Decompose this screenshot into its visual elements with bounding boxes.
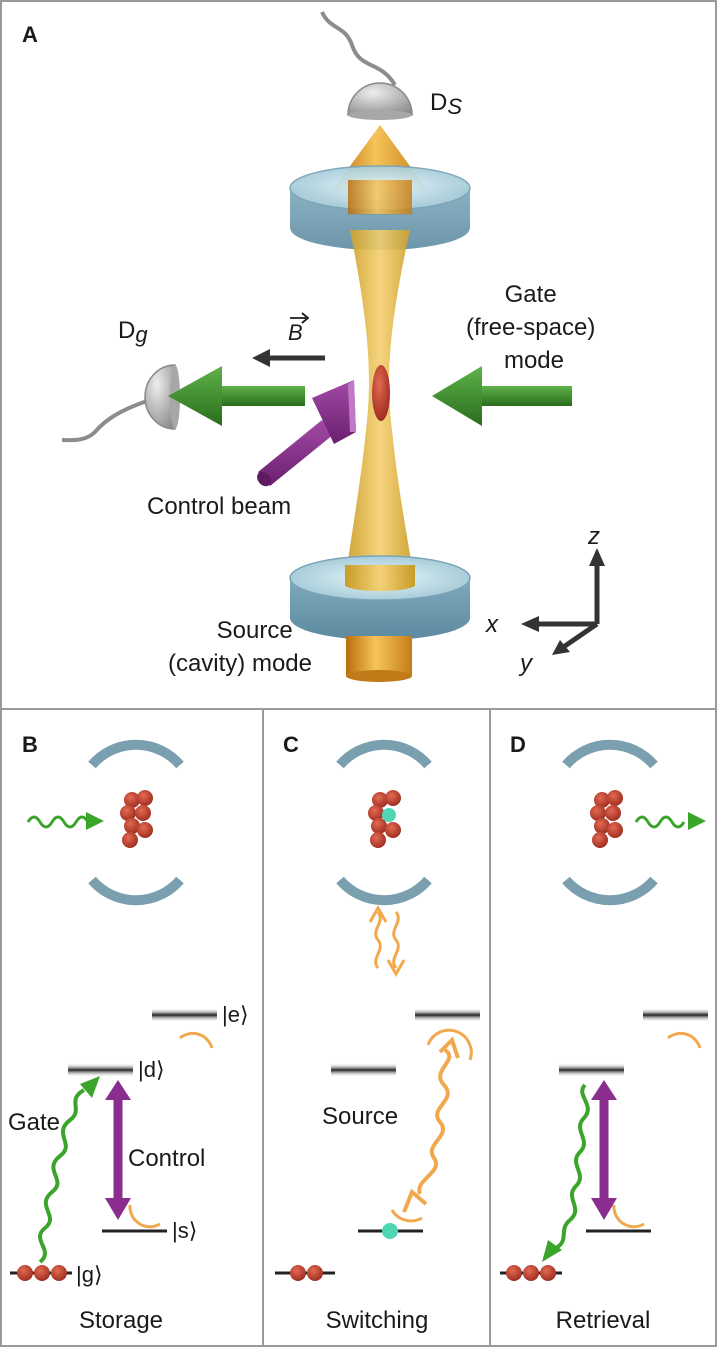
level-d (331, 1063, 396, 1077)
control-transition-arrow (591, 1080, 617, 1220)
cavity-mirror-top (562, 739, 658, 769)
axis-x-label: x (485, 611, 499, 638)
cavity-mirror-top (336, 739, 432, 769)
cavity-mirror-bottom (336, 876, 432, 906)
coupling-arc-s (390, 1209, 423, 1223)
top-mirror (289, 165, 471, 250)
state-d-label: |d⟩ (138, 1057, 165, 1082)
panel-c: C Source S (275, 732, 480, 1334)
cavity-photon-down-arrowhead (386, 959, 406, 978)
state-g-label: |g⟩ (76, 1262, 103, 1287)
cavity-mirror-top (88, 739, 184, 769)
state-e-label: |e⟩ (222, 1002, 249, 1027)
cavity-photon-up (374, 911, 382, 969)
panel-a: A DS B (22, 11, 605, 682)
panel-b-letter: B (22, 732, 38, 757)
cavity-photon-up-arrowhead (368, 904, 388, 923)
atom-cluster (368, 790, 401, 848)
detector-s-icon (320, 11, 413, 120)
atoms-ground (17, 1265, 67, 1281)
detector-g-icon (61, 364, 180, 443)
coupling-arc-e (179, 1031, 214, 1049)
source-photon-arrowhead-down (402, 1188, 428, 1213)
incoming-photon (26, 815, 90, 829)
gate-photon-arrowhead (80, 1076, 100, 1098)
coupling-arc-s (128, 1204, 161, 1229)
vector-hat (290, 312, 310, 324)
rydberg-atom-s (382, 1223, 398, 1239)
retrieved-photon-wave (554, 1083, 590, 1250)
source-photon-wave (417, 1048, 452, 1195)
cavity-mirror-bottom (562, 876, 658, 906)
panel-d: D Retr (500, 732, 708, 1334)
atomic-ensemble (372, 365, 390, 421)
control-beam-arrow (257, 380, 356, 487)
cavity-mirror-bottom (88, 876, 184, 906)
level-d (68, 1063, 133, 1077)
detector-s-label: DS (430, 89, 462, 119)
axis-z-label: z (587, 523, 600, 550)
outgoing-photon (634, 815, 686, 829)
source-mode-label: Source (cavity) mode (168, 617, 312, 677)
gate-input-arrow (432, 366, 572, 426)
cavity-photon-down (392, 911, 400, 969)
incoming-photon-arrowhead (86, 812, 104, 830)
b-field-arrow (252, 349, 325, 367)
level-e (415, 1008, 480, 1022)
coordinate-axes (521, 548, 605, 655)
panel-b: B |e⟩ |d⟩ |s⟩ |g⟩ (8, 732, 249, 1334)
level-e (152, 1008, 217, 1022)
detector-g-label: Dg (118, 317, 148, 347)
source-photon-arrowhead-up (438, 1036, 460, 1059)
caption-retrieval: Retrieval (556, 1307, 651, 1334)
coupling-arc-e (426, 1028, 473, 1061)
outgoing-photon-arrowhead (688, 812, 706, 830)
atom-cluster (590, 790, 623, 848)
control-label: Control (128, 1145, 205, 1172)
panel-a-letter: A (22, 22, 38, 47)
gate-output-arrow (168, 366, 305, 426)
atom-cluster (120, 790, 153, 848)
control-beam-label: Control beam (147, 493, 291, 520)
retrieved-photon-arrowhead (542, 1240, 562, 1262)
source-label: Source (322, 1103, 398, 1130)
level-d (559, 1063, 624, 1077)
atoms-ground (290, 1265, 323, 1281)
caption-switching: Switching (326, 1307, 429, 1334)
gate-photon-wave (38, 1088, 86, 1264)
caption-storage: Storage (79, 1307, 163, 1334)
control-transition-arrow (105, 1080, 131, 1220)
rydberg-excitation (382, 808, 396, 822)
coupling-arc-e (667, 1031, 702, 1049)
atoms-ground (506, 1265, 556, 1281)
axis-y-label: y (518, 650, 534, 677)
source-input-cylinder (346, 636, 412, 682)
panel-d-letter: D (510, 732, 526, 757)
state-s-label: |s⟩ (172, 1218, 197, 1243)
level-e (643, 1008, 708, 1022)
b-field-label: B (288, 320, 303, 345)
bottom-mirror (289, 555, 471, 640)
gate-label: Gate (8, 1109, 60, 1136)
gate-mode-label: Gate (free-space) mode (466, 281, 602, 374)
coupling-arc-s (612, 1204, 645, 1229)
panel-c-letter: C (283, 732, 299, 757)
